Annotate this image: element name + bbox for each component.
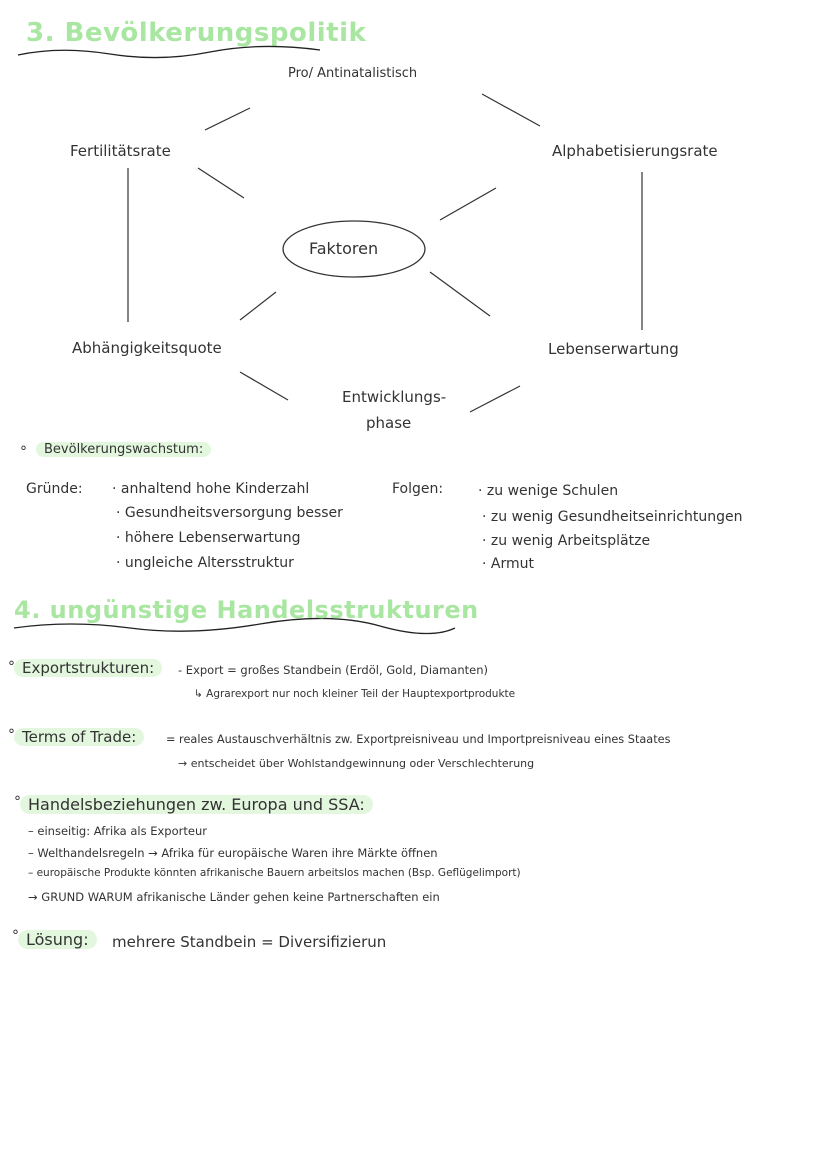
node-alphabetisierungsrate: Alphabetisierungsrate [552,142,718,160]
title-underline-4 [13,617,456,635]
relations-label: Handelsbeziehungen zw. Europa und SSA: [20,795,373,814]
solution-text: mehrere Standbein = Diversifizierun [112,933,387,951]
title-underline [17,45,321,59]
relations-item: → GRUND WARUM afrikanische Länder gehen … [28,890,440,904]
reason-item: · anhaltend hohe Kinderzahl [112,481,310,497]
terms-line-1: = reales Austauschverhältnis zw. Exportp… [166,733,671,746]
solution-label: Lösung: [18,930,97,949]
section-4-title: 4. ungünstige Handelsstrukturen [14,596,479,624]
consequence-item: · zu wenig Gesundheitseinrichtungen [482,509,743,525]
reasons-label: Gründe: [26,481,83,497]
relations-item: – Welthandelsregeln → Afrika für europäi… [28,846,438,860]
center-ellipse [282,220,426,278]
section-3-title: 3. Bevölkerungspolitik [26,18,367,48]
terms-label: Terms of Trade: [14,728,145,746]
node-entwicklungs: Entwicklungs- [342,388,447,406]
node-pro-antinatalistisch: Pro/ Antinatalistisch [288,66,418,81]
node-lebenserwartung: Lebenserwartung [548,340,679,358]
bullet-dot: ° [14,794,21,810]
consequences-label: Folgen: [392,481,444,497]
reason-item: · Gesundheitsversorgung besser [116,505,343,521]
bullet-dot: ° [8,659,15,675]
node-fertilitaetsrate: Fertilitätsrate [70,142,171,160]
consequence-item: · Armut [482,556,534,572]
consequence-item: · zu wenig Arbeitsplätze [482,533,651,549]
node-abhaengigkeitsquote: Abhängigkeitsquote [72,339,222,357]
growth-label: Bevölkerungswachstum: [36,442,212,457]
reason-item: · ungleiche Altersstruktur [116,555,294,571]
relations-item: – einseitig: Afrika als Exporteur [28,824,207,838]
bullet-dot: ° [8,727,15,743]
bullet-dot: ° [20,444,27,460]
reason-item: · höhere Lebenserwartung [116,530,301,546]
export-line-2: ↳ Agrarexport nur noch kleiner Teil der … [194,688,516,700]
node-phase: phase [366,414,412,432]
export-line-1: - Export = großes Standbein (Erdöl, Gold… [178,663,489,677]
bullet-dot: ° [12,928,19,944]
export-label: Exportstrukturen: [14,659,163,677]
consequence-item: · zu wenige Schulen [478,483,619,499]
node-faktoren: Faktoren [309,239,379,258]
terms-line-2: → entscheidet über Wohlstandgewinnung od… [178,757,535,770]
relations-item: – europäische Produkte könnten afrikanis… [28,867,521,879]
